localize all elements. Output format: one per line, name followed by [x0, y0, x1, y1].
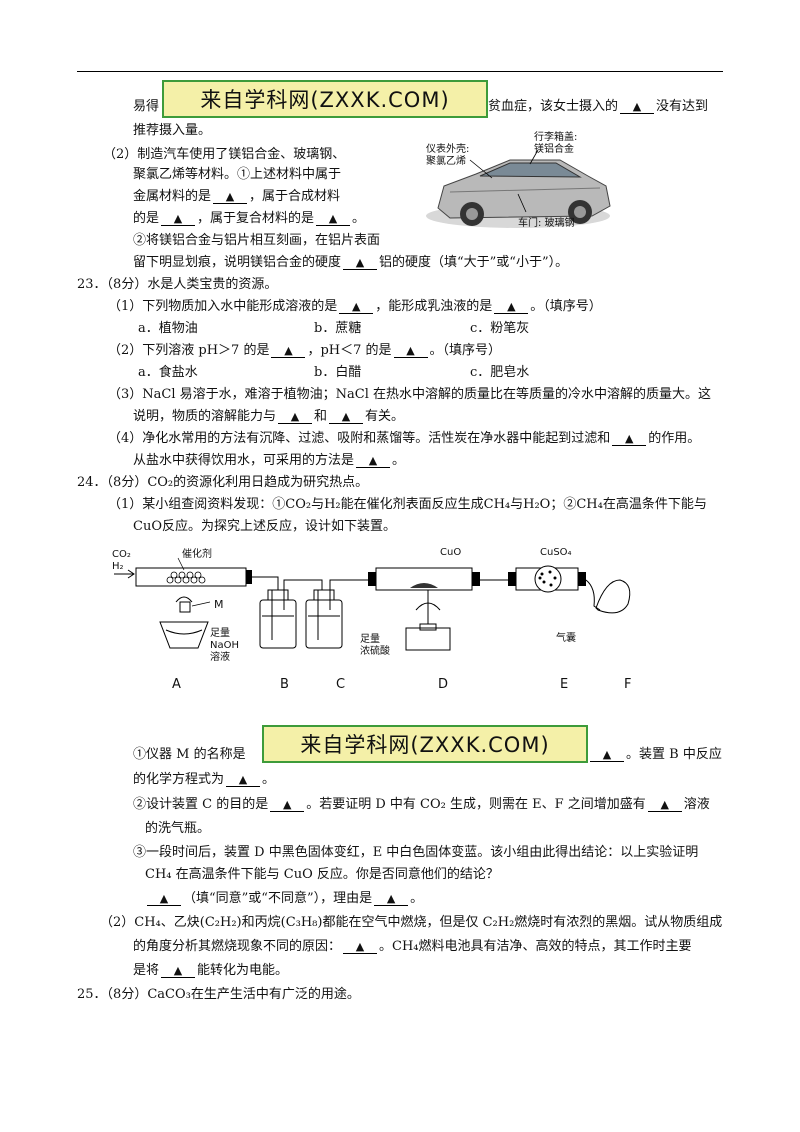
- apparatus-svg: [114, 557, 631, 651]
- answer-blank[interactable]: [278, 410, 313, 424]
- answer-blank[interactable]: [620, 100, 655, 114]
- watermark-text: 来自学科网(ZXXK.COM): [300, 733, 550, 757]
- q24-p1-line-2: CuO反应。为探究上述反应，设计如下装置。: [133, 519, 396, 534]
- q22-p2-line-6: 留下明显划痕，说明镁铝合金的硬度铝的硬度（填“大于”或“小于”）。: [133, 254, 568, 272]
- answer-blank[interactable]: [343, 940, 378, 954]
- watermark-banner: 来自学科网(ZXXK.COM): [162, 80, 488, 118]
- answer-blank[interactable]: [374, 892, 409, 906]
- answer-blank[interactable]: [647, 798, 682, 812]
- label-m: M: [214, 598, 224, 611]
- answer-blank[interactable]: [494, 300, 529, 314]
- q24-s3-line-2: CH₄ 在高温条件下能与 CuO 反应。你是否同意他们的结论？: [145, 867, 499, 882]
- answer-blank[interactable]: [147, 892, 181, 906]
- label-b: B: [280, 677, 289, 692]
- option-c: c．粉笔灰: [470, 321, 530, 336]
- q23-p3-line-1: （3）NaCl 易溶于水，难溶于植物油；NaCl 在热水中溶解的质量比在等质量的…: [108, 387, 711, 402]
- label-co2: CO₂: [112, 549, 131, 560]
- q24-p2-line-1: （2）CH₄、乙炔(C₂H₂)和丙烷(C₃H₈)都能在空气中燃烧，但是仅 C₂H…: [100, 915, 723, 930]
- q22-p2-line-4: 的是，属于复合材料的是。: [133, 210, 365, 228]
- label-f: F: [624, 677, 632, 692]
- q22-line-2: 推荐摄入量。: [133, 123, 212, 138]
- answer-blank[interactable]: [226, 773, 261, 787]
- label-d: D: [438, 677, 449, 692]
- q24-heading: 24．（8分）CO₂的资源化利用日趋成为研究热点。: [77, 475, 369, 490]
- label-door: 车门: 玻璃钢: [518, 218, 575, 229]
- q24-p1-line-1: （1）某小组查阅资料发现：①CO₂与H₂能在催化剂表面反应生成CH₄与H₂O；②…: [108, 497, 707, 512]
- q24-s1-line-1-cont: 。装置 B 中反应: [588, 746, 722, 764]
- q24-p2-line-3: 是将能转化为电能。: [133, 962, 288, 980]
- option-b: b．白醋: [314, 365, 362, 380]
- q22-p2-line-3: 金属材料的是，属于合成材料: [133, 188, 340, 206]
- q25-heading: 25．（8分）CaCO₃在生产生活中有广泛的用途。: [77, 987, 360, 1002]
- answer-blank[interactable]: [612, 432, 647, 446]
- answer-blank[interactable]: [271, 344, 306, 358]
- label-a: A: [172, 677, 181, 692]
- q23-p2: （2）下列溶液 pH＞7 的是，pH＜7 的是。（填序号）: [108, 342, 501, 360]
- answer-blank[interactable]: [356, 454, 391, 468]
- q24-s2-line-1: ②设计装置 C 的目的是。若要证明 D 中有 CO₂ 生成，则需在 E、F 之间…: [133, 796, 710, 814]
- answer-blank[interactable]: [316, 212, 351, 226]
- label-acid: 足量浓硫酸: [360, 634, 390, 657]
- label-e: E: [560, 677, 569, 692]
- label-catalyst: 催化剂: [182, 549, 212, 560]
- q24-s3-line-3: （填“同意”或“不同意”），理由是。: [145, 890, 423, 908]
- q23-p4-line-1: （4）净化水常用的方法有沉降、过滤、吸附和蒸馏等。活性炭在净水器中能起到过滤和的…: [108, 430, 700, 448]
- q24-s3-line-1: ③一段时间后，装置 D 中黑色固体变红，E 中白色固体变蓝。该小组由此得出结论：…: [133, 845, 699, 860]
- q24-s1-line-2: 的化学方程式为。: [133, 771, 275, 789]
- watermark-banner: 来自学科网(ZXXK.COM): [262, 725, 588, 763]
- watermark-text: 来自学科网(ZXXK.COM): [200, 88, 450, 112]
- label-dashboard: 仪表外壳:聚氯乙烯: [426, 144, 470, 167]
- answer-blank[interactable]: [161, 964, 196, 978]
- label-c: C: [336, 677, 346, 692]
- option-a: a．食盐水: [138, 365, 198, 380]
- q23-heading: 23．（8分）水是人类宝贵的资源。: [77, 277, 278, 292]
- q24-p2-line-2: 的角度分析其燃烧现象不同的原因：。CH₄燃料电池具有洁净、高效的特点，其工作时主…: [133, 938, 692, 956]
- label-h2: H₂: [112, 561, 124, 572]
- label-cuso4: CuSO₄: [540, 547, 572, 558]
- answer-blank[interactable]: [329, 410, 364, 424]
- q22-p2-line-2: 聚氯乙烯等材料。①上述材料中属于: [133, 167, 342, 182]
- q22-p2-line-1: （2）制造汽车使用了镁铝合金、玻璃钢、: [103, 147, 346, 162]
- answer-blank[interactable]: [213, 190, 248, 204]
- q24-s1-line-1: ①仪器 M 的名称是: [133, 747, 246, 762]
- option-a: a．植物油: [138, 321, 198, 336]
- label-balloon: 气囊: [556, 633, 576, 644]
- q22-line-1: 易得: [133, 99, 160, 114]
- option-c: c．肥皂水: [470, 365, 530, 380]
- answer-blank[interactable]: [393, 344, 428, 358]
- answer-blank[interactable]: [590, 748, 624, 762]
- car-illustration: 仪表外壳:聚氯乙烯 行李箱盖:镁铝合金 车门: 玻璃钢: [410, 130, 630, 240]
- answer-blank[interactable]: [270, 798, 305, 812]
- answer-blank[interactable]: [339, 300, 374, 314]
- car-drawing: [426, 149, 611, 228]
- answer-blank[interactable]: [343, 256, 378, 270]
- q23-p3-line-2: 说明，物质的溶解能力与和有关。: [133, 408, 404, 426]
- header-rule: [77, 71, 723, 72]
- q23-p1: （1）下列物质加入水中能形成溶液的是，能形成乳浊液的是。（填序号）: [108, 298, 602, 316]
- q24-s2-line-2: 的洗气瓶。: [145, 821, 211, 836]
- option-b: b．蔗糖: [314, 321, 362, 336]
- q22-line-1-cont: 贫血症，该女士摄入的没有达到: [488, 98, 708, 116]
- answer-blank[interactable]: [161, 212, 196, 226]
- q23-p4-line-2: 从盐水中获得饮用水，可采用的方法是。: [133, 452, 405, 470]
- q22-p2-line-5: ②将镁铝合金与铝片相互刻画，在铝片表面: [133, 233, 381, 248]
- label-trunk: 行李箱盖:镁铝合金: [534, 132, 578, 155]
- label-cuo: CuO: [440, 547, 462, 558]
